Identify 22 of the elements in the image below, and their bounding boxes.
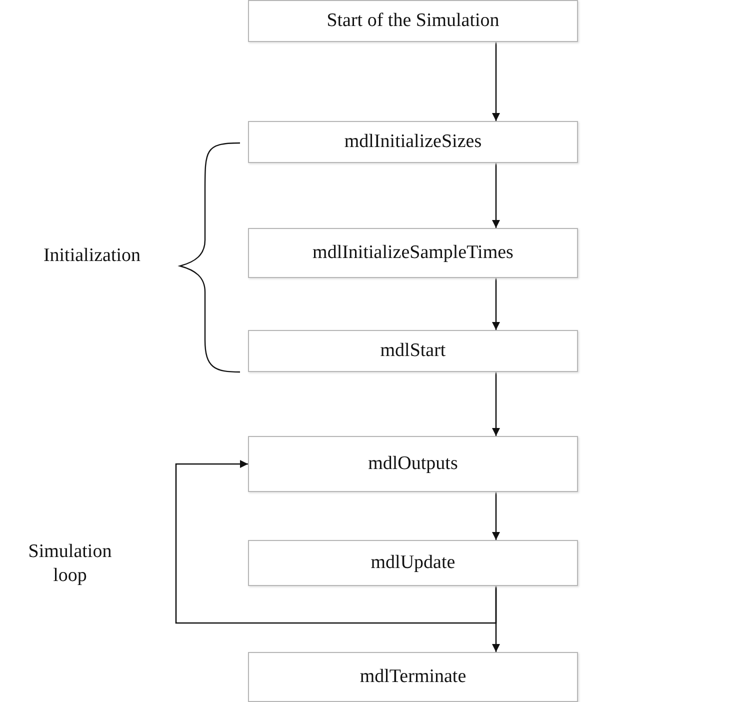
box-label: mdlTerminate xyxy=(360,666,466,688)
process-box xyxy=(248,330,578,372)
process-box xyxy=(248,0,578,42)
process-box xyxy=(248,436,578,492)
box-label: mdlStart xyxy=(380,340,446,362)
box-label: mdlUpdate xyxy=(370,552,456,574)
box-label: Start of the Simulation xyxy=(326,10,500,32)
box-label: mdlInitializeSizes xyxy=(344,131,482,153)
arrow xyxy=(492,163,500,228)
box-label: mdlOutputs xyxy=(368,453,458,475)
annotation-label: Simulation loop xyxy=(27,540,113,588)
arrow xyxy=(492,278,500,330)
arrow xyxy=(492,372,500,436)
arrow xyxy=(492,42,500,121)
process-box xyxy=(248,121,578,163)
arrow xyxy=(492,492,500,540)
process-box xyxy=(248,652,578,702)
process-box xyxy=(248,540,578,586)
annotation-label: Initialization xyxy=(42,244,142,268)
box-label: mdlInitializeSampleTimes xyxy=(312,242,514,264)
arrow xyxy=(175,460,497,624)
process-box xyxy=(248,228,578,278)
